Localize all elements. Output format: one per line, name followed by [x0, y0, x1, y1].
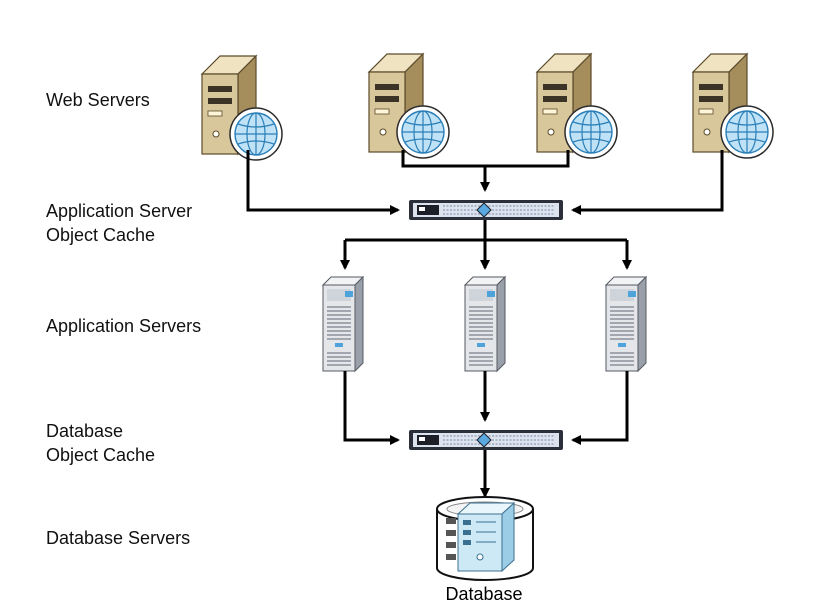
app-server-icon-1 [322, 276, 364, 372]
database-object-cache-icon [408, 429, 564, 451]
app-server-icon-3 [605, 276, 647, 372]
app-to-dbcache-connectors [343, 371, 629, 445]
web-to-cache-connectors [246, 150, 724, 215]
database-cylinder-icon [436, 496, 534, 581]
web-server-icon-1 [201, 55, 283, 161]
app-server-icon-2 [464, 276, 506, 372]
tier-label-application-object-cache: Application Server Object Cache [46, 201, 193, 245]
web-server-icon-4 [692, 53, 774, 159]
tier-label-database-servers: Database Servers [46, 528, 191, 548]
application-object-cache-icon [408, 199, 564, 221]
tier-label-web-servers: Web Servers [46, 90, 150, 110]
web-server-icon-3 [536, 53, 618, 159]
cache-to-app-connectors [340, 220, 632, 270]
tier-label-application-servers: Application Servers [46, 316, 202, 336]
database-caption: Database [445, 584, 522, 604]
web-server-icon-2 [368, 53, 450, 159]
tier-label-database-object-cache: Database Object Cache [46, 421, 156, 465]
